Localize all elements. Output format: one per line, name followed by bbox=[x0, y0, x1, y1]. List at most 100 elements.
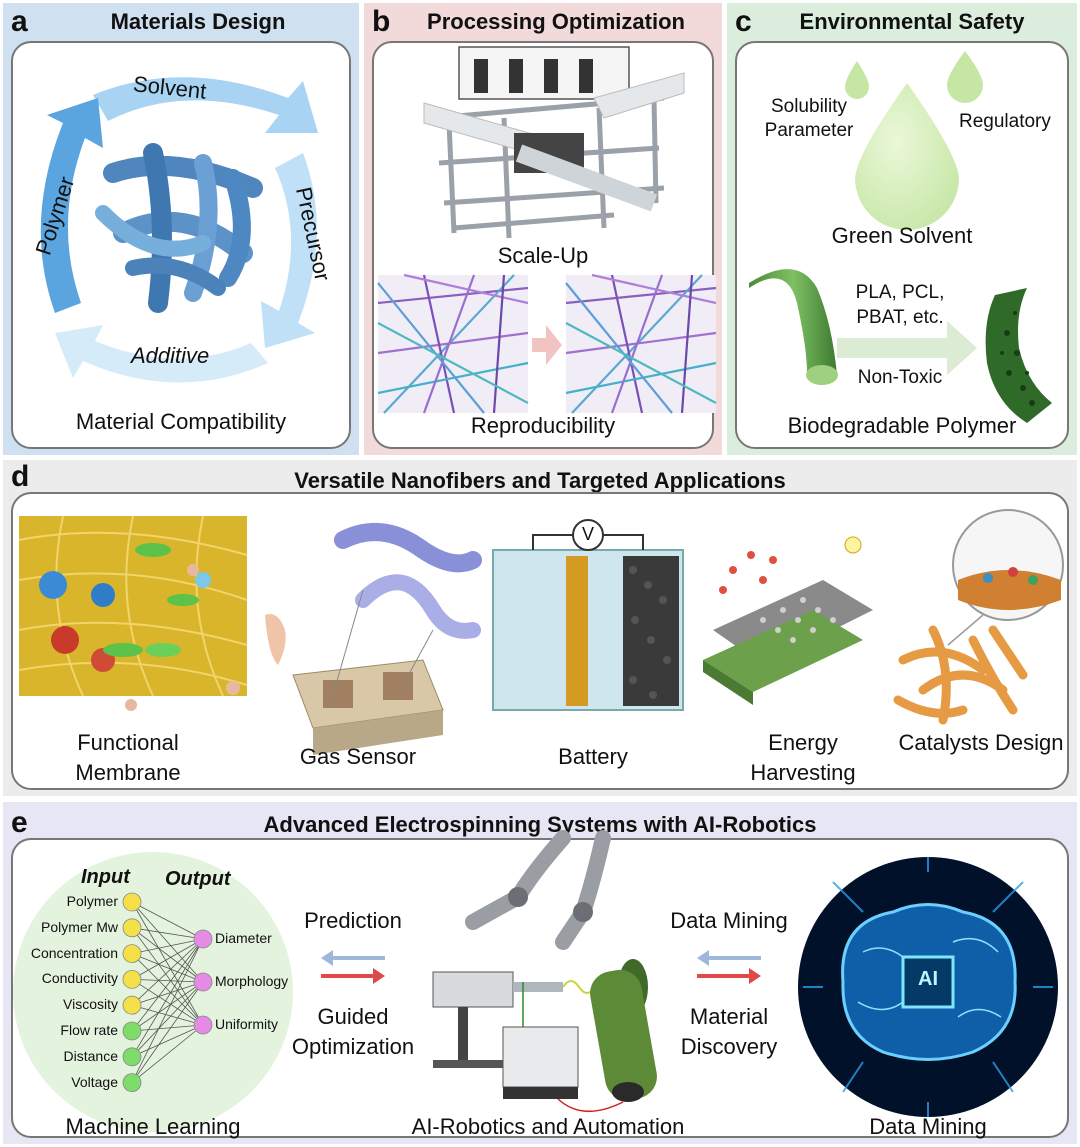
output-label: Uniformity bbox=[215, 1016, 279, 1032]
panel-a: a Materials Design Solvent Polymer Precu… bbox=[3, 3, 359, 455]
panel-d-letter: d bbox=[11, 460, 30, 493]
ai-chip bbox=[901, 955, 955, 1009]
prediction-label: Prediction bbox=[304, 908, 402, 933]
nn-edge bbox=[131, 927, 204, 940]
bulb bbox=[844, 536, 862, 554]
nn-edge bbox=[131, 1024, 204, 1083]
small-drop-left bbox=[845, 61, 869, 99]
functional-membrane-label: Functional Membrane bbox=[75, 730, 181, 785]
nn-edge bbox=[131, 981, 204, 1032]
nn-edge bbox=[131, 979, 204, 983]
panel-c-title: Environmental Safety bbox=[799, 9, 1025, 34]
panel-d: d Versatile Nanofibers and Targeted Appl… bbox=[3, 460, 1077, 796]
output-node bbox=[193, 972, 213, 992]
small-drop-right bbox=[947, 51, 983, 103]
nn-edge bbox=[131, 927, 204, 1026]
guided-arrow bbox=[321, 968, 385, 984]
gas-sensor-label: Gas Sensor bbox=[299, 744, 417, 769]
material-compatibility-caption: Material Compatibility bbox=[75, 409, 287, 434]
input-node bbox=[122, 1047, 142, 1067]
fiber-mesh-after bbox=[565, 273, 717, 414]
panel-c-letter: c bbox=[735, 5, 752, 38]
nn-edge bbox=[131, 1024, 204, 1032]
ai-robotics-caption: AI-Robotics and Automation bbox=[411, 1114, 685, 1139]
panel-b: b Processing Optimization bbox=[364, 3, 722, 455]
precursor-arrow bbox=[261, 153, 317, 348]
input-node bbox=[122, 1021, 142, 1041]
polymer-arrow bbox=[40, 98, 103, 313]
nn-edge bbox=[131, 938, 204, 980]
nn-edge bbox=[131, 938, 204, 954]
panel-e-letter: e bbox=[11, 806, 28, 839]
big-drop bbox=[855, 83, 959, 230]
data-mining-arrow-label: Data Mining bbox=[670, 908, 788, 933]
input-label: Voltage bbox=[71, 1073, 118, 1090]
input-node bbox=[122, 969, 142, 989]
input-node bbox=[122, 892, 142, 912]
biodegradable-polymer-label: Biodegradable Polymer bbox=[787, 413, 1017, 438]
scale-up-machine bbox=[377, 46, 717, 414]
ai-chip-label: AI bbox=[918, 968, 938, 990]
porous-fiber bbox=[985, 288, 1052, 423]
neural-network-diagram bbox=[13, 852, 293, 1132]
input-label: Distance bbox=[63, 1047, 118, 1064]
non-toxic-label: Non-Toxic bbox=[857, 367, 943, 388]
material-discovery-arrow bbox=[697, 968, 761, 984]
input-label: Conductivity bbox=[41, 970, 118, 987]
repro-arrow bbox=[532, 325, 562, 365]
nn-edge bbox=[131, 938, 204, 1032]
scale-up-label: Scale-Up bbox=[497, 243, 589, 268]
material-discovery-label: Material Discovery bbox=[680, 1004, 778, 1059]
panel-d-title: Versatile Nanofibers and Targeted Applic… bbox=[294, 468, 786, 493]
fiber-mesh-before bbox=[377, 273, 529, 414]
power-supply bbox=[502, 1026, 579, 1088]
nn-edge bbox=[131, 981, 204, 1083]
solvent-arrow bbox=[93, 77, 318, 133]
biodeg-arrow bbox=[837, 321, 977, 375]
ai-brain-illustration bbox=[798, 857, 1058, 1117]
input-node bbox=[122, 918, 142, 938]
output-node bbox=[193, 1015, 213, 1035]
input-label: Polymer bbox=[66, 893, 118, 909]
data-mining-caption: Data Mining bbox=[869, 1114, 987, 1139]
reproducibility-label: Reproducibility bbox=[470, 413, 616, 438]
collector-drum bbox=[590, 959, 657, 1102]
nn-edge bbox=[131, 953, 204, 1026]
nn-edge bbox=[131, 981, 204, 1058]
output-header: Output bbox=[165, 868, 231, 890]
solubility-parameter-label: Solubility Parameter bbox=[764, 96, 854, 141]
input-label: Viscosity bbox=[63, 996, 118, 1013]
input-label: Flow rate bbox=[60, 1022, 118, 1038]
green-solvent-label: Green Solvent bbox=[831, 223, 973, 248]
battery-illustration bbox=[492, 519, 684, 711]
gas-sensor-illustration bbox=[265, 523, 482, 755]
syringe-pump bbox=[432, 971, 514, 1008]
output-node bbox=[193, 929, 213, 949]
panel-e-title: Advanced Electrospinning Systems with AI… bbox=[263, 812, 817, 837]
nn-edge bbox=[131, 1004, 204, 1026]
input-node bbox=[122, 1073, 142, 1093]
panel-e: e Advanced Electrospinning Systems with … bbox=[3, 802, 1077, 1144]
input-node bbox=[122, 995, 142, 1015]
voltmeter bbox=[572, 519, 604, 551]
nn-edge bbox=[131, 938, 204, 1006]
nn-edge bbox=[131, 1024, 204, 1058]
panel-a-letter: a bbox=[11, 5, 28, 38]
nn-edge bbox=[131, 953, 204, 983]
applications-illustrations bbox=[18, 509, 1064, 755]
data-mining-arrow bbox=[697, 950, 761, 966]
nn-edge bbox=[131, 981, 204, 1006]
energy-harvesting-illustration bbox=[703, 536, 873, 705]
panel-c: c Environmental Safety Solubility Parame… bbox=[727, 3, 1077, 455]
nn-edge bbox=[131, 901, 204, 940]
prediction-arrow bbox=[321, 950, 385, 966]
nn-edge bbox=[131, 901, 204, 983]
battery-label: Battery bbox=[558, 744, 628, 769]
nn-edge bbox=[131, 938, 204, 1083]
plain-fiber bbox=[749, 269, 837, 375]
nn-edge bbox=[131, 927, 204, 983]
polymer-types-label: PLA, PCL, PBAT, etc. bbox=[855, 282, 945, 328]
input-label: Concentration bbox=[30, 944, 118, 961]
nn-edge bbox=[131, 938, 204, 1058]
additive-arrow bbox=[55, 325, 268, 383]
